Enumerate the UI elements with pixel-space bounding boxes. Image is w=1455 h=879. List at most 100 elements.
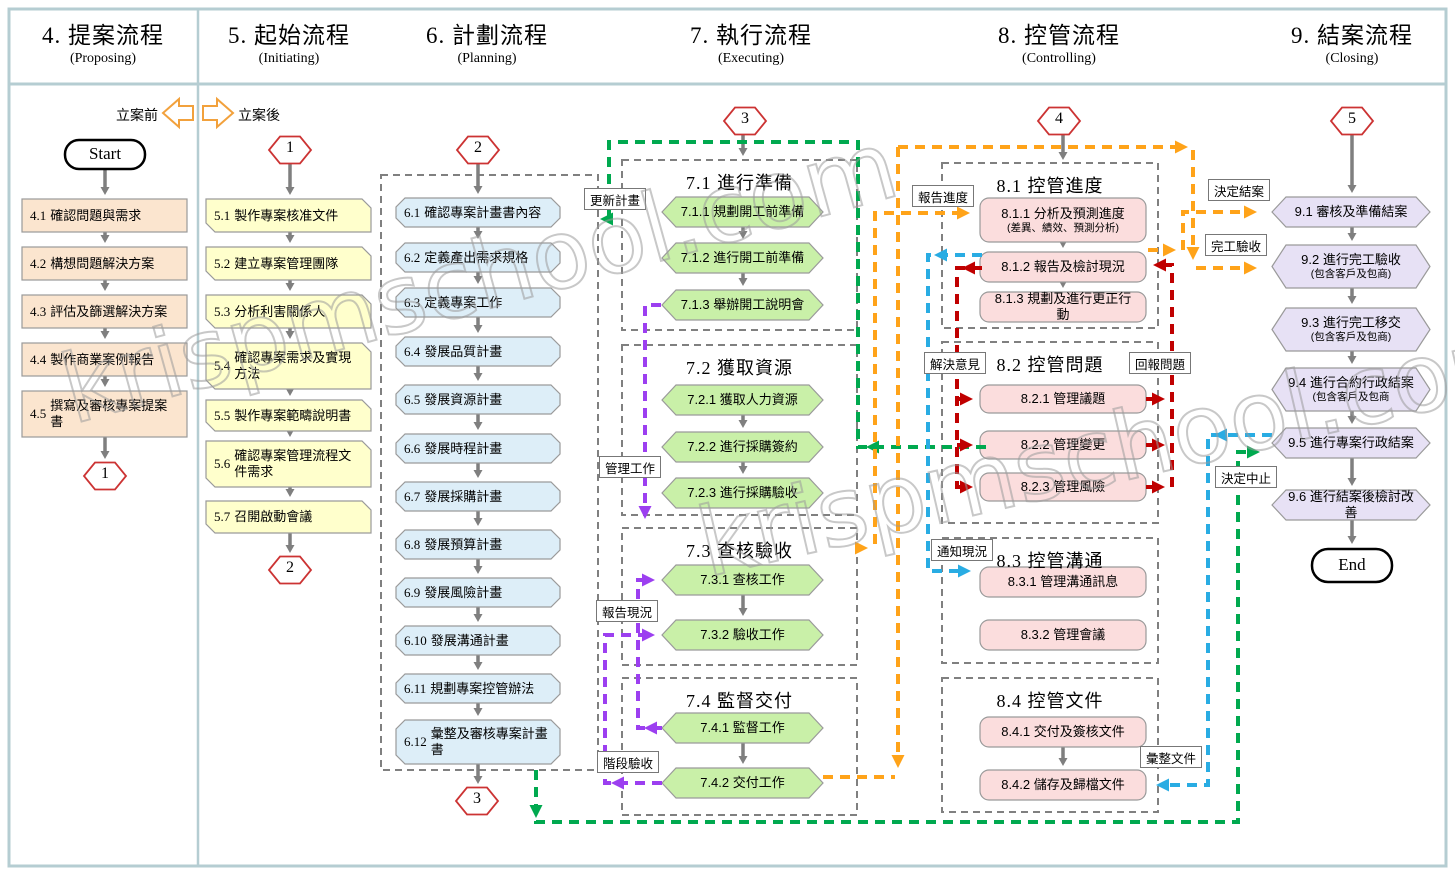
node-number: 5.6 (214, 456, 231, 472)
red-flow-line (955, 266, 982, 489)
node-5.7 (205, 500, 372, 534)
blue-flow-arrowhead (958, 564, 971, 578)
node-9.4 (1271, 367, 1431, 412)
column-header: 7. 執行流程(Executing) (641, 16, 861, 67)
purple-flow-arrowhead (642, 628, 655, 642)
node-text: 評估及篩選解決方案 (50, 303, 168, 319)
purple-flow-line (643, 303, 661, 514)
node-7.1.2 (661, 242, 824, 274)
flow-arrowhead (1347, 416, 1357, 424)
node-4.1 (21, 198, 188, 233)
node-7.1.3 (661, 289, 824, 321)
node-label-8.1.1: 8.1.1 分析及預測進度(差異、績效、預測分析) (992, 198, 1134, 242)
node-text: 彙整及審核專案計畫書 (430, 726, 548, 757)
node-text: 8.2.1 管理議題 (1020, 391, 1106, 407)
node-label-7.1.1: 7.1.1 規劃開工前準備 (674, 197, 811, 227)
node-5.3 (205, 294, 372, 329)
node-text: 發展風險計畫 (424, 584, 503, 600)
red-flow-arrowhead (962, 261, 975, 275)
node-text: 8.1.3 規劃及進行更正行動 (994, 291, 1132, 322)
chip-解決意見: 解決意見 (924, 352, 986, 374)
node-text: 7.1.1 規劃開工前準備 (680, 204, 805, 220)
node-text: 7.2.2 進行採購簽約 (687, 439, 798, 455)
green-flow-line (603, 140, 986, 449)
node-label-8.2.3: 8.2.3 管理風險 (992, 473, 1134, 501)
node-6.1 (395, 197, 561, 228)
node-text: 9.5 進行專案行政結案 (1288, 435, 1414, 451)
node-7.3.1 (661, 564, 824, 596)
flow-arrowhead (738, 466, 748, 474)
chip-管理工作: 管理工作 (599, 456, 661, 478)
node-text: 製作專案範疇說明書 (234, 407, 352, 423)
flow-arrowhead (100, 235, 110, 243)
red-flow-arrowhead (1152, 438, 1165, 452)
connector-4 (1036, 106, 1082, 136)
flow-arrowhead (473, 422, 483, 430)
green-flow-line (534, 450, 1256, 824)
node-6.4 (395, 336, 561, 367)
connector-label-2: 2 (474, 139, 482, 156)
column-header: 8. 控管流程(Controlling) (949, 16, 1169, 67)
column-subtitle: (Closing) (1325, 51, 1379, 66)
flow-arrowhead (100, 331, 110, 339)
flow-arrowhead (738, 231, 748, 239)
node-label-9.6: 9.6 進行結案後檢討改善 (1284, 489, 1418, 520)
flow-arrowhead (473, 186, 483, 194)
group-container (621, 527, 858, 666)
connector-2 (267, 555, 313, 585)
blue-flow-arrowhead (934, 248, 947, 262)
purple-flow-arrowhead (644, 721, 657, 735)
blue-flow-line (926, 253, 982, 573)
flow-arrowhead (738, 148, 748, 156)
connector-1 (82, 461, 128, 491)
node-9.2 (1271, 244, 1431, 289)
flow-arrowhead (100, 379, 110, 387)
connector-label-2: 2 (286, 559, 294, 576)
connector-label-4: 4 (1055, 110, 1063, 127)
flow-arrowhead (285, 489, 295, 497)
node-number: 6.9 (404, 584, 421, 600)
node-label-8.2.2: 8.2.2 管理變更 (992, 431, 1134, 459)
column-title: 6. 計劃流程 (426, 23, 548, 48)
blue-flow-arrowhead (1214, 428, 1227, 442)
end-label: End (1338, 555, 1366, 574)
group-title: 8.3 控管溝通 (996, 551, 1104, 571)
column-title: 5. 起始流程 (228, 23, 350, 48)
flow-arrowhead (1347, 296, 1357, 304)
node-6.9 (395, 577, 561, 608)
flow-arrowhead (285, 283, 295, 291)
node-text: 發展資源計畫 (424, 391, 503, 407)
node-number: 6.4 (404, 343, 421, 359)
node-number: 5.2 (214, 255, 231, 271)
connector-3 (454, 786, 500, 816)
node-text: 8.1.1 分析及預測進度 (1001, 205, 1125, 221)
node-7.1.1 (661, 196, 824, 228)
flow-arrowhead (100, 283, 110, 291)
node-text: 分析利害關係人 (234, 303, 326, 319)
flow-arrowhead (738, 278, 748, 286)
orange-flow-arrowhead (1244, 261, 1257, 275)
node-number: 5.7 (214, 509, 231, 525)
node-text: 9.6 進行結案後檢討改善 (1288, 489, 1414, 520)
flow-arrowhead (285, 235, 295, 243)
group-title: 7.4 監督交付 (686, 691, 793, 711)
group-container (621, 159, 858, 331)
node-text: 9.2 進行完工驗收 (1301, 252, 1401, 268)
flow-arrowhead (473, 470, 483, 478)
node-text: 確認專案計畫書內容 (424, 204, 542, 220)
node-text: 製作專案核准文件 (234, 207, 339, 223)
node-6.8 (395, 529, 561, 560)
group-title: 8.4 控管文件 (996, 691, 1104, 711)
orange-flow-line (873, 211, 966, 544)
node-number: 6.1 (404, 204, 421, 220)
red-flow-arrowhead (1152, 392, 1165, 406)
node-text: 7.2.3 進行採購驗收 (687, 485, 798, 501)
connector-1 (267, 135, 313, 165)
